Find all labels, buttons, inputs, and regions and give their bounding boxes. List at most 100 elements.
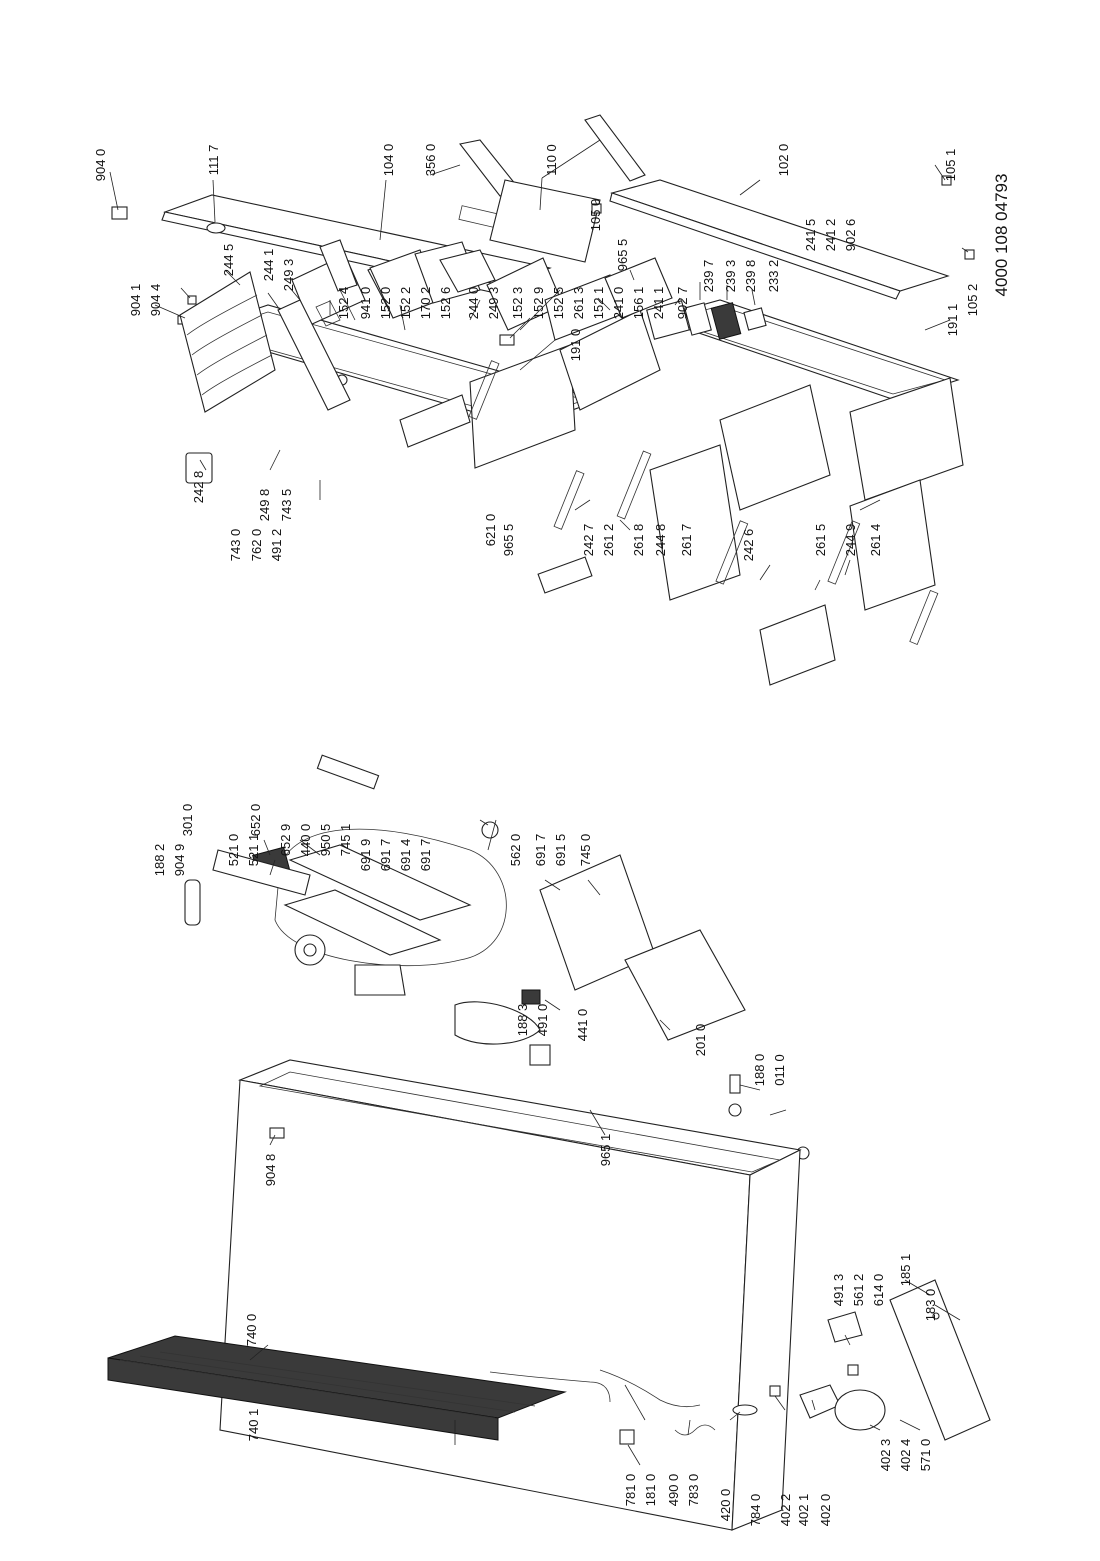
part-label: 242 6 bbox=[741, 529, 756, 562]
part-label: 781 0 bbox=[623, 1474, 638, 1507]
part-label: 152 5 bbox=[551, 287, 566, 320]
part-label: 156 1 bbox=[631, 287, 646, 320]
part-label: 261 7 bbox=[679, 524, 694, 557]
part-label: 301 0 bbox=[180, 804, 195, 837]
part-label: 191 1 bbox=[945, 304, 960, 337]
part-label: 102 0 bbox=[776, 144, 791, 177]
condenser bbox=[107, 1335, 567, 1441]
part-label: 965 5 bbox=[615, 239, 630, 272]
part-label: 261 2 bbox=[601, 524, 616, 557]
part-label: 743 5 bbox=[279, 489, 294, 522]
part-shapes bbox=[107, 114, 991, 1531]
drawer-lower-1 bbox=[719, 384, 831, 511]
part-label: 652 9 bbox=[278, 824, 293, 857]
part-label: 356 0 bbox=[423, 144, 438, 177]
part-label: 249 3 bbox=[281, 259, 296, 292]
part-label: 691 9 bbox=[358, 839, 373, 872]
part-label: 011 0 bbox=[772, 1054, 787, 1086]
part-label: 244 5 bbox=[221, 244, 236, 277]
drawer-upper bbox=[469, 344, 576, 469]
glass-shelf-2 bbox=[399, 394, 471, 448]
part-label: 233 2 bbox=[766, 260, 781, 293]
part-label: 104 0 bbox=[381, 144, 396, 177]
part-label: 152 9 bbox=[531, 287, 546, 320]
part-label: 152 0 bbox=[378, 287, 393, 320]
part-label: 614 0 bbox=[871, 1274, 886, 1307]
part-label: 241 5 bbox=[803, 219, 818, 252]
part-label: 745 1 bbox=[338, 824, 353, 857]
part-label: 902 7 bbox=[675, 287, 690, 320]
part-label: 941 0 bbox=[358, 287, 373, 320]
part-label: 440 0 bbox=[298, 824, 313, 857]
part-label: 691 4 bbox=[398, 839, 413, 872]
part-label: 691 5 bbox=[553, 834, 568, 867]
part-label: 441 0 bbox=[575, 1009, 590, 1042]
part-label: 402 3 bbox=[878, 1439, 893, 1472]
part-label: 183 0 bbox=[923, 1289, 938, 1322]
control-board-callout bbox=[274, 828, 507, 967]
part-label: 239 3 bbox=[723, 260, 738, 293]
part-label: 105 0 bbox=[588, 199, 603, 232]
part-label: 904 1 bbox=[128, 284, 143, 317]
part-label: 105 1 bbox=[943, 149, 958, 182]
part-label: 244 0 bbox=[466, 287, 481, 320]
part-label: 904 0 bbox=[93, 149, 108, 182]
cabinet bbox=[219, 1059, 802, 1531]
part-label: 762 0 bbox=[249, 529, 264, 562]
part-label: 621 0 bbox=[483, 514, 498, 547]
part-label: 562 0 bbox=[508, 834, 523, 867]
leader-lines bbox=[109, 139, 969, 1466]
part-label: 783 0 bbox=[686, 1474, 701, 1507]
part-label: 491 2 bbox=[269, 529, 284, 562]
part-label: 691 7 bbox=[533, 834, 548, 867]
part-label: 244 1 bbox=[261, 249, 276, 282]
part-label: 402 0 bbox=[818, 1494, 833, 1527]
part-label: 249 8 bbox=[257, 489, 272, 522]
part-label: 261 3 bbox=[571, 287, 586, 320]
compressor-base bbox=[889, 1279, 991, 1441]
part-label: 244 9 bbox=[843, 524, 858, 557]
document-number: 4000 108 04793 bbox=[992, 174, 1011, 297]
part-label: 239 8 bbox=[743, 260, 758, 293]
part-label: 242 7 bbox=[581, 524, 596, 557]
part-label: 420 0 bbox=[718, 1489, 733, 1522]
part-label: 188 3 bbox=[515, 1004, 530, 1037]
part-label: 241 2 bbox=[823, 219, 838, 252]
part-label: 521 1 bbox=[246, 834, 261, 867]
part-label: 965 5 bbox=[501, 524, 516, 557]
part-label: 784 0 bbox=[748, 1494, 763, 1527]
part-label: 110 0 bbox=[544, 144, 559, 176]
part-label: 950 5 bbox=[318, 824, 333, 857]
part-label: 491 3 bbox=[831, 1274, 846, 1307]
part-label: 242 8 bbox=[191, 471, 206, 504]
part-label: 740 0 bbox=[244, 1314, 259, 1347]
part-label: 185 1 bbox=[898, 1254, 913, 1287]
part-label: 261 5 bbox=[813, 524, 828, 557]
part-label: 902 6 bbox=[843, 219, 858, 252]
part-label: 188 0 bbox=[752, 1054, 767, 1087]
part-label: 241 1 bbox=[651, 287, 666, 320]
part-label: 490 0 bbox=[666, 1474, 681, 1507]
part-label: 201 0 bbox=[693, 1024, 708, 1057]
part-label: 402 4 bbox=[898, 1439, 913, 1472]
wine-rack bbox=[179, 271, 276, 413]
part-label: 652 0 bbox=[248, 804, 263, 837]
part-label: 241 0 bbox=[611, 287, 626, 320]
part-label: 491 0 bbox=[535, 1004, 550, 1037]
part-label: 152 1 bbox=[591, 287, 606, 320]
part-label: 239 7 bbox=[701, 260, 716, 293]
part-label: 105 2 bbox=[965, 284, 980, 317]
part-label: 191 0 bbox=[568, 329, 583, 362]
part-label: 904 4 bbox=[148, 284, 163, 317]
part-label: 152 4 bbox=[336, 287, 351, 320]
part-label: 402 1 bbox=[796, 1494, 811, 1527]
part-label: 249 3 bbox=[486, 287, 501, 320]
part-label: 571 0 bbox=[918, 1439, 933, 1472]
glass-shelf-3 bbox=[649, 444, 741, 601]
part-label: 261 4 bbox=[868, 524, 883, 557]
drawer-lower-2 bbox=[849, 377, 964, 501]
part-label: 181 0 bbox=[643, 1474, 658, 1507]
part-label: 965 1 bbox=[598, 1134, 613, 1167]
